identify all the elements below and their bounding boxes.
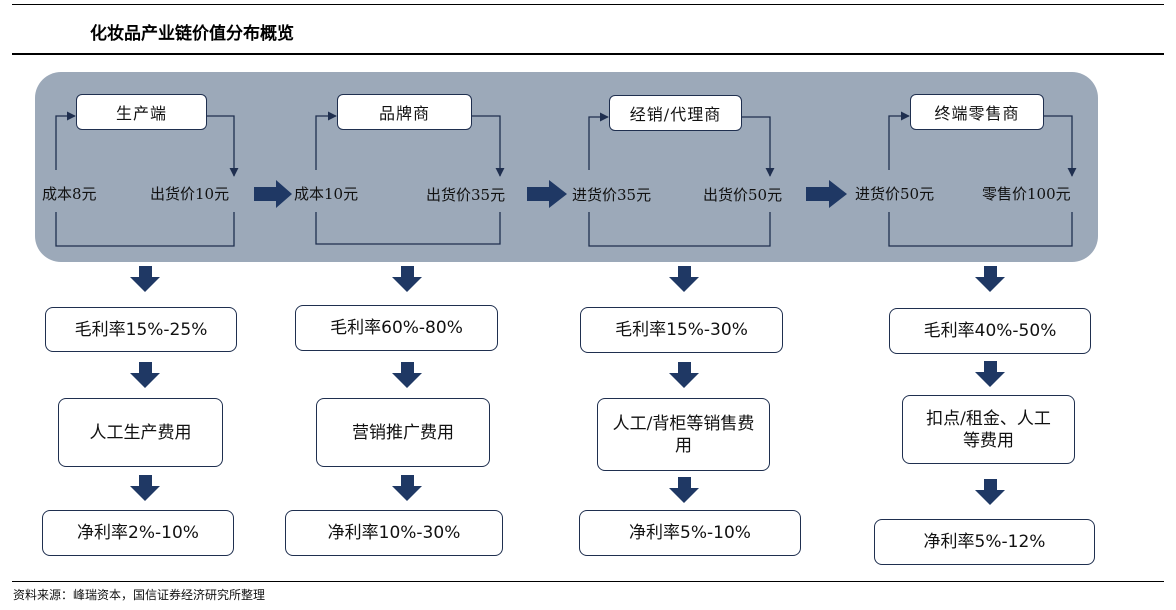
down-arrow-1c [130,475,160,501]
flow-arrow-3 [806,180,847,208]
stage-3-out-label: 出货价50元 [703,186,783,204]
stage-1-net-margin: 净利率2%-10% [42,510,234,556]
down-arrow-1b [130,362,160,388]
stage-2-connectors [315,111,505,245]
title-rule [12,53,1164,55]
down-arrow-1a [130,266,160,292]
flow-arrow-1 [254,180,292,208]
stage-2-net-margin: 净利率10%-30% [285,510,503,556]
stage-2-gross-margin: 毛利率60%-80% [295,305,498,351]
flow-arrow-2 [527,180,567,208]
down-arrow-3b [669,362,699,388]
stage-3-header: 经销/代理商 [609,95,742,131]
down-arrow-3c [669,477,699,503]
footer-rule [12,581,1164,582]
stage-1-connectors [55,111,239,247]
down-arrow-4b [975,361,1005,387]
stage-2-header: 品牌商 [337,94,472,130]
stage-3-net-margin: 净利率5%-10% [579,510,801,556]
stage-2-expense: 营销推广费用 [316,398,490,467]
stage-4-gross-margin: 毛利率40%-50% [889,308,1091,354]
stage-4-out-label: 零售价100元 [982,185,1071,203]
down-arrow-2c [392,475,422,501]
stage-2-in-label: 成本10元 [294,185,359,203]
stage-1-out-label: 出货价10元 [150,185,230,203]
stage-3-connectors [588,112,775,247]
down-arrow-2b [392,362,422,388]
down-arrow-4c [975,479,1005,505]
stage-1-gross-margin: 毛利率15%-25% [45,307,237,352]
down-arrow-4a [975,266,1005,292]
top-rule [12,4,1164,5]
stage-4-expense: 扣点/租金、人工等费用 [902,395,1075,464]
figure-title: 化妆品产业链价值分布概览 [90,24,294,44]
stage-3-in-label: 进货价35元 [572,186,652,204]
down-arrow-2a [392,266,422,292]
stage-3-gross-margin: 毛利率15%-30% [580,307,783,353]
source-note: 资料来源：峰瑞资本，国信证券经济研究所整理 [13,588,266,602]
stage-4-net-margin: 净利率5%-12% [874,519,1095,565]
stage-1-header: 生产端 [76,94,207,130]
stage-3-expense: 人工/背柜等销售费用 [597,398,770,471]
stage-4-header: 终端零售商 [910,94,1044,130]
stage-1-in-label: 成本8元 [42,185,97,203]
stage-4-in-label: 进货价50元 [855,185,935,203]
stage-1-expense: 人工生产费用 [58,398,223,467]
stage-4-connectors [888,111,1077,247]
down-arrow-3a [669,266,699,292]
stage-2-out-label: 出货价35元 [426,186,506,204]
